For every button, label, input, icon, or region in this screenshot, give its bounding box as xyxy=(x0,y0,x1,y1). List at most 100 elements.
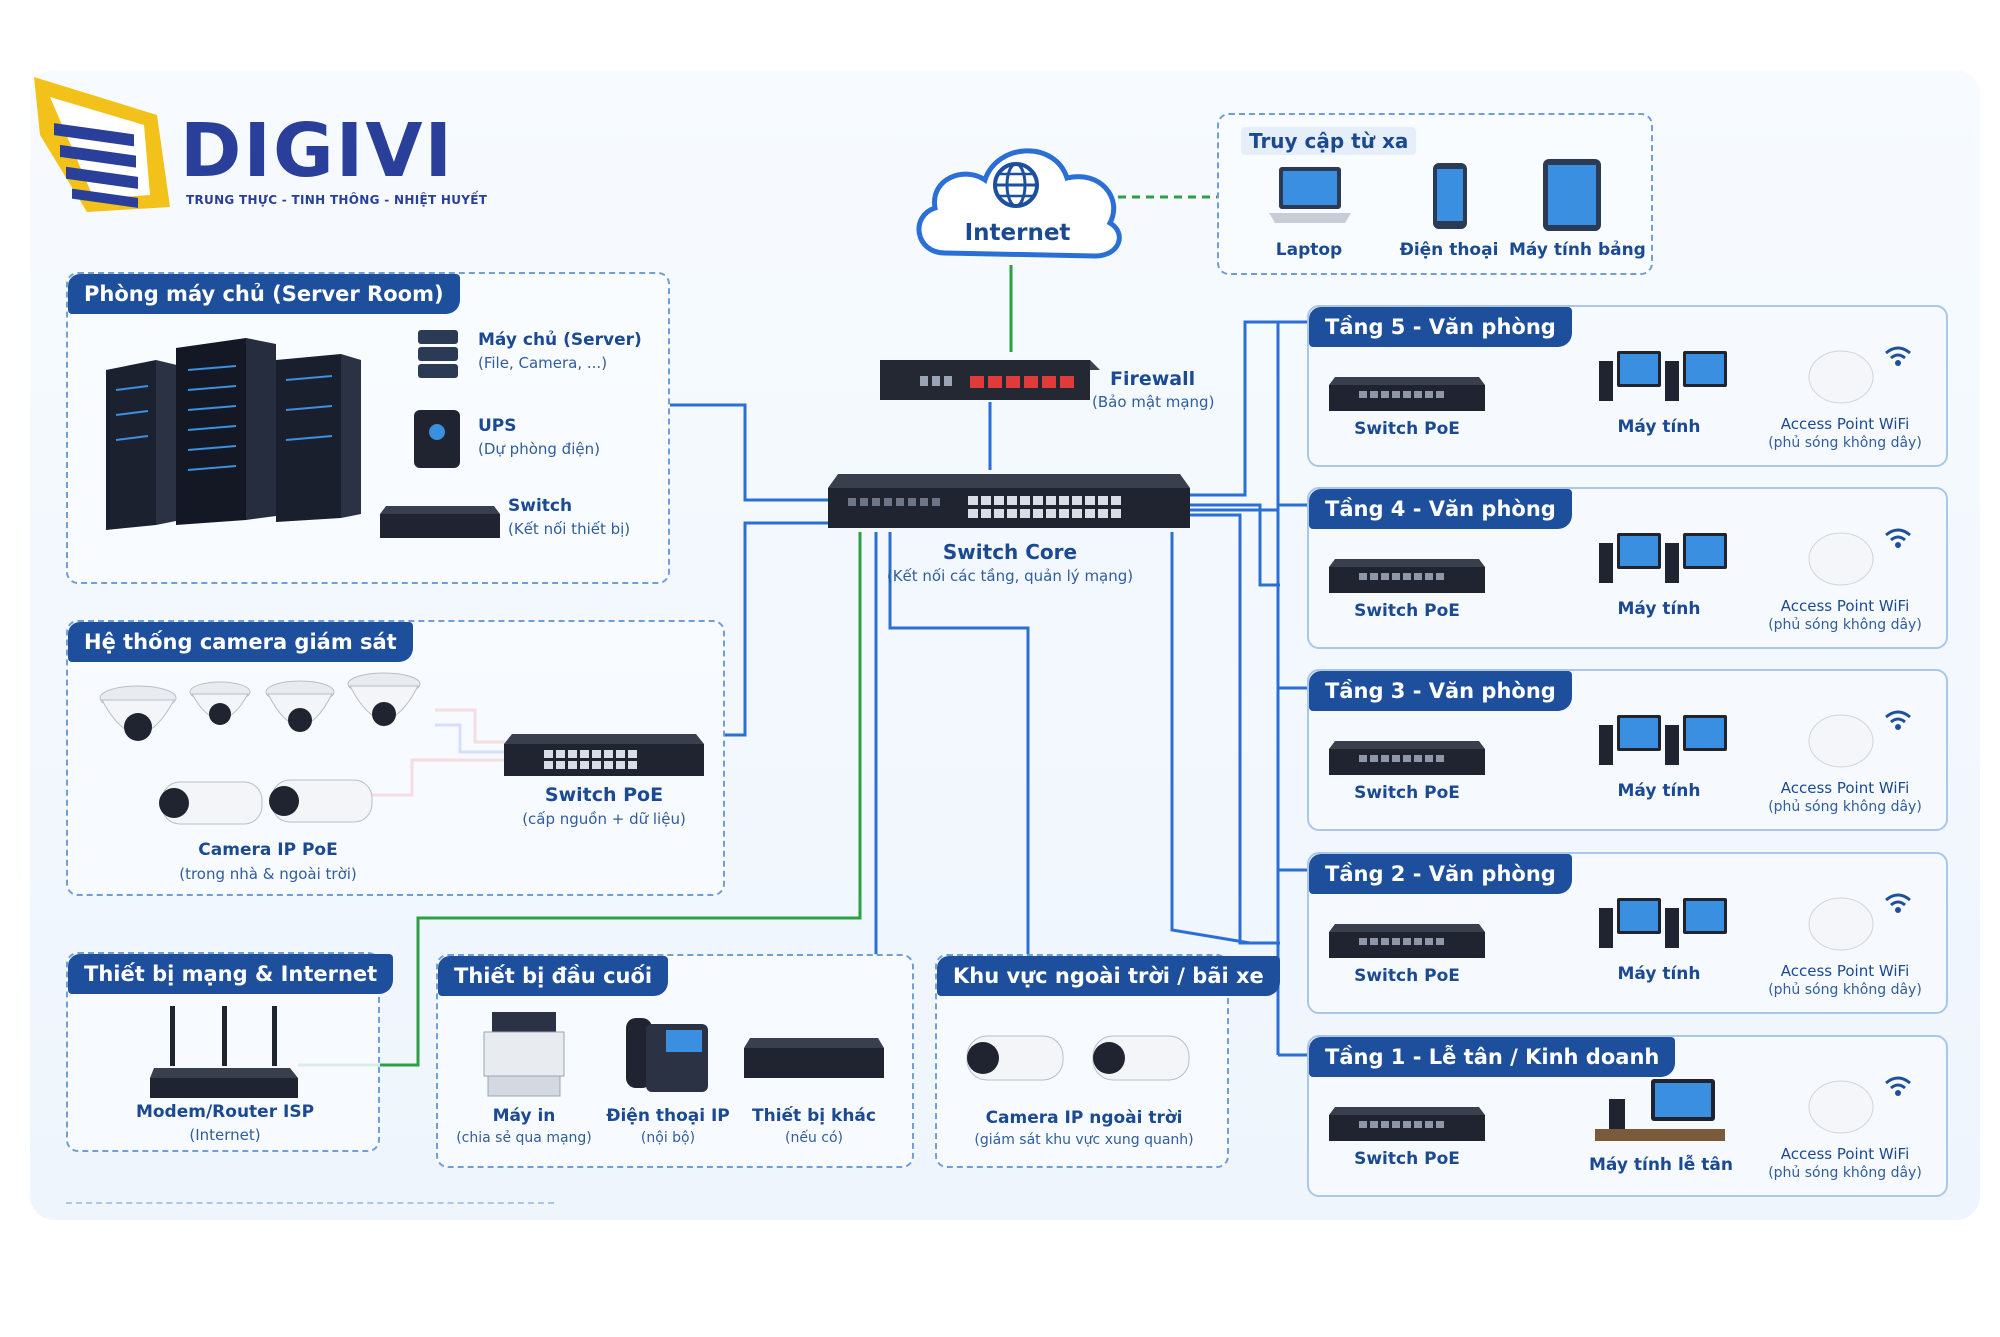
network-internet-title: Thiết bị mạng & Internet xyxy=(68,954,394,994)
phone-icon[interactable] xyxy=(1425,161,1475,233)
server-room-title: Phòng máy chủ (Server Room) xyxy=(68,274,460,314)
server-room-panel: Phòng máy chủ (Server Room) Máy chủ (Ser… xyxy=(66,272,670,584)
brand-tagline: TRUNG THỰC - TINH THÔNG - NHIỆT HUYẾT xyxy=(186,193,488,207)
modem-sub: (Internet) xyxy=(189,1126,261,1144)
access-point-icon[interactable] xyxy=(1805,343,1877,405)
wifi-icon xyxy=(1885,893,1911,913)
floor-title: Tầng 1 - Lễ tân / Kinh doanh xyxy=(1309,1037,1676,1077)
wifi-icon xyxy=(1885,710,1911,730)
tablet-icon[interactable] xyxy=(1537,157,1607,235)
floor-pc-label: Máy tính lễ tân xyxy=(1589,1155,1733,1175)
ip-camera-icon[interactable] xyxy=(92,672,472,842)
ups-icon xyxy=(414,410,460,468)
server-icon xyxy=(418,330,458,378)
server-rack-icon[interactable] xyxy=(96,330,366,530)
pc-icon[interactable] xyxy=(1599,711,1729,771)
floor-switch-poe-icon[interactable] xyxy=(1329,373,1485,413)
remote-access-panel: Truy cập từ xa Laptop Điện thoại Máy tín… xyxy=(1217,113,1653,275)
reception-pc-icon[interactable] xyxy=(1595,1077,1725,1147)
wifi-icon xyxy=(1885,528,1911,548)
remote-phone-label: Điện thoại xyxy=(1399,240,1499,260)
link-core-floors xyxy=(1190,320,1280,497)
floor-pc-label: Máy tính xyxy=(1617,781,1701,801)
camera-switch-poe-icon[interactable] xyxy=(504,730,704,780)
pc-icon[interactable] xyxy=(1599,894,1729,954)
server-switch-sub: (Kết nối thiết bị) xyxy=(508,520,631,538)
laptop-icon[interactable] xyxy=(1265,163,1355,233)
pc-icon[interactable] xyxy=(1599,529,1729,589)
floor-switch-label: Switch PoE xyxy=(1354,1149,1460,1169)
other-device-icon[interactable] xyxy=(744,1034,884,1084)
other-device-sub: (nếu có) xyxy=(785,1130,843,1146)
internet-label: Internet xyxy=(964,220,1071,246)
firewall-label: Firewall xyxy=(1110,368,1196,390)
link-server-core xyxy=(670,403,830,502)
switch-core-label: Switch Core xyxy=(942,540,1078,564)
other-device-label: Thiết bị khác xyxy=(752,1106,876,1126)
logo-shield-icon xyxy=(34,77,170,212)
outdoor-camera-label: Camera IP ngoài trời xyxy=(985,1108,1183,1128)
camera-switch-label: Switch PoE xyxy=(544,784,664,806)
floor-pc-label: Máy tính xyxy=(1617,417,1701,437)
remote-tablet-label: Máy tính bảng xyxy=(1509,240,1646,260)
server-sub: (File, Camera, ...) xyxy=(478,354,608,372)
firewall-device[interactable] xyxy=(880,348,1100,404)
brand-name: DIGIVI xyxy=(180,108,455,194)
end-devices-panel: Thiết bị đầu cuối Máy in (chia sẻ qua mạ… xyxy=(436,954,914,1168)
server-switch-label: Switch xyxy=(508,496,573,516)
floor-switch-poe-icon[interactable] xyxy=(1329,920,1485,960)
floor-ap-sub: (phủ sóng không dây) xyxy=(1768,435,1922,451)
ups-sub: (Dự phòng điện) xyxy=(478,440,600,458)
end-devices-title: Thiết bị đầu cuối xyxy=(438,956,669,996)
link-outdoor-core xyxy=(888,532,1030,955)
floor-switch-label: Switch PoE xyxy=(1354,966,1460,986)
floor-pc-label: Máy tính xyxy=(1617,964,1701,984)
brand-logo xyxy=(32,75,172,215)
floor-switch-poe-icon[interactable] xyxy=(1329,555,1485,595)
switch-icon xyxy=(380,506,500,538)
access-point-icon[interactable] xyxy=(1805,1073,1877,1135)
floor-switch-label: Switch PoE xyxy=(1354,601,1460,621)
internet-cloud[interactable]: Internet xyxy=(905,128,1130,268)
outdoor-camera-sub: (giám sát khu vực xung quanh) xyxy=(974,1132,1194,1148)
globe-icon xyxy=(993,162,1039,208)
access-point-icon[interactable] xyxy=(1805,890,1877,952)
modem-label: Modem/Router ISP xyxy=(135,1102,315,1122)
camera-system-panel: Hệ thống camera giám sát Camera IP PoE (… xyxy=(66,620,725,896)
wifi-icon xyxy=(1885,1076,1911,1096)
network-internet-panel: Thiết bị mạng & Internet Modem/Router IS… xyxy=(66,952,394,1152)
switch-core-icon xyxy=(828,474,1190,528)
floor-title: Tầng 4 - Văn phòng xyxy=(1309,489,1572,529)
floor-switch-poe-icon[interactable] xyxy=(1329,1103,1485,1143)
outdoor-camera-icon[interactable] xyxy=(961,1020,1211,1100)
access-point-icon[interactable] xyxy=(1805,525,1877,587)
camera-switch-sub: (cấp nguồn + dữ liệu) xyxy=(522,810,686,828)
ip-phone-icon[interactable] xyxy=(622,1014,712,1096)
floor-ap-label: Access Point WiFi xyxy=(1780,1145,1910,1163)
floor-ap-label: Access Point WiFi xyxy=(1780,415,1910,433)
floor-switch-poe-icon[interactable] xyxy=(1329,737,1485,777)
switch-core-device[interactable] xyxy=(828,470,1190,532)
floor-title: Tầng 3 - Văn phòng xyxy=(1309,671,1572,711)
camera-sub: (trong nhà & ngoài trời) xyxy=(179,865,357,883)
floor-ap-sub: (phủ sóng không dây) xyxy=(1768,1165,1922,1181)
router-icon[interactable] xyxy=(150,1002,300,1102)
ip-phone-label: Điện thoại IP xyxy=(606,1106,730,1126)
access-point-icon[interactable] xyxy=(1805,707,1877,769)
floor-ap-label: Access Point WiFi xyxy=(1780,962,1910,980)
remote-access-title: Truy cập từ xa xyxy=(1241,127,1417,155)
server-label: Máy chủ (Server) xyxy=(478,330,642,350)
firewall-sub: (Bảo mật mạng) xyxy=(1092,393,1215,411)
floor-title: Tầng 2 - Văn phòng xyxy=(1309,854,1572,894)
floor-ap-sub: (phủ sóng không dây) xyxy=(1768,982,1922,998)
floor-ap-sub: (phủ sóng không dây) xyxy=(1768,617,1922,633)
link-camera-core xyxy=(725,521,830,737)
printer-icon[interactable] xyxy=(478,1008,570,1100)
floor-ap-sub: (phủ sóng không dây) xyxy=(1768,799,1922,815)
switch-core-sub: (Kết nối các tầng, quản lý mạng) xyxy=(886,567,1134,585)
pc-icon[interactable] xyxy=(1599,347,1729,407)
